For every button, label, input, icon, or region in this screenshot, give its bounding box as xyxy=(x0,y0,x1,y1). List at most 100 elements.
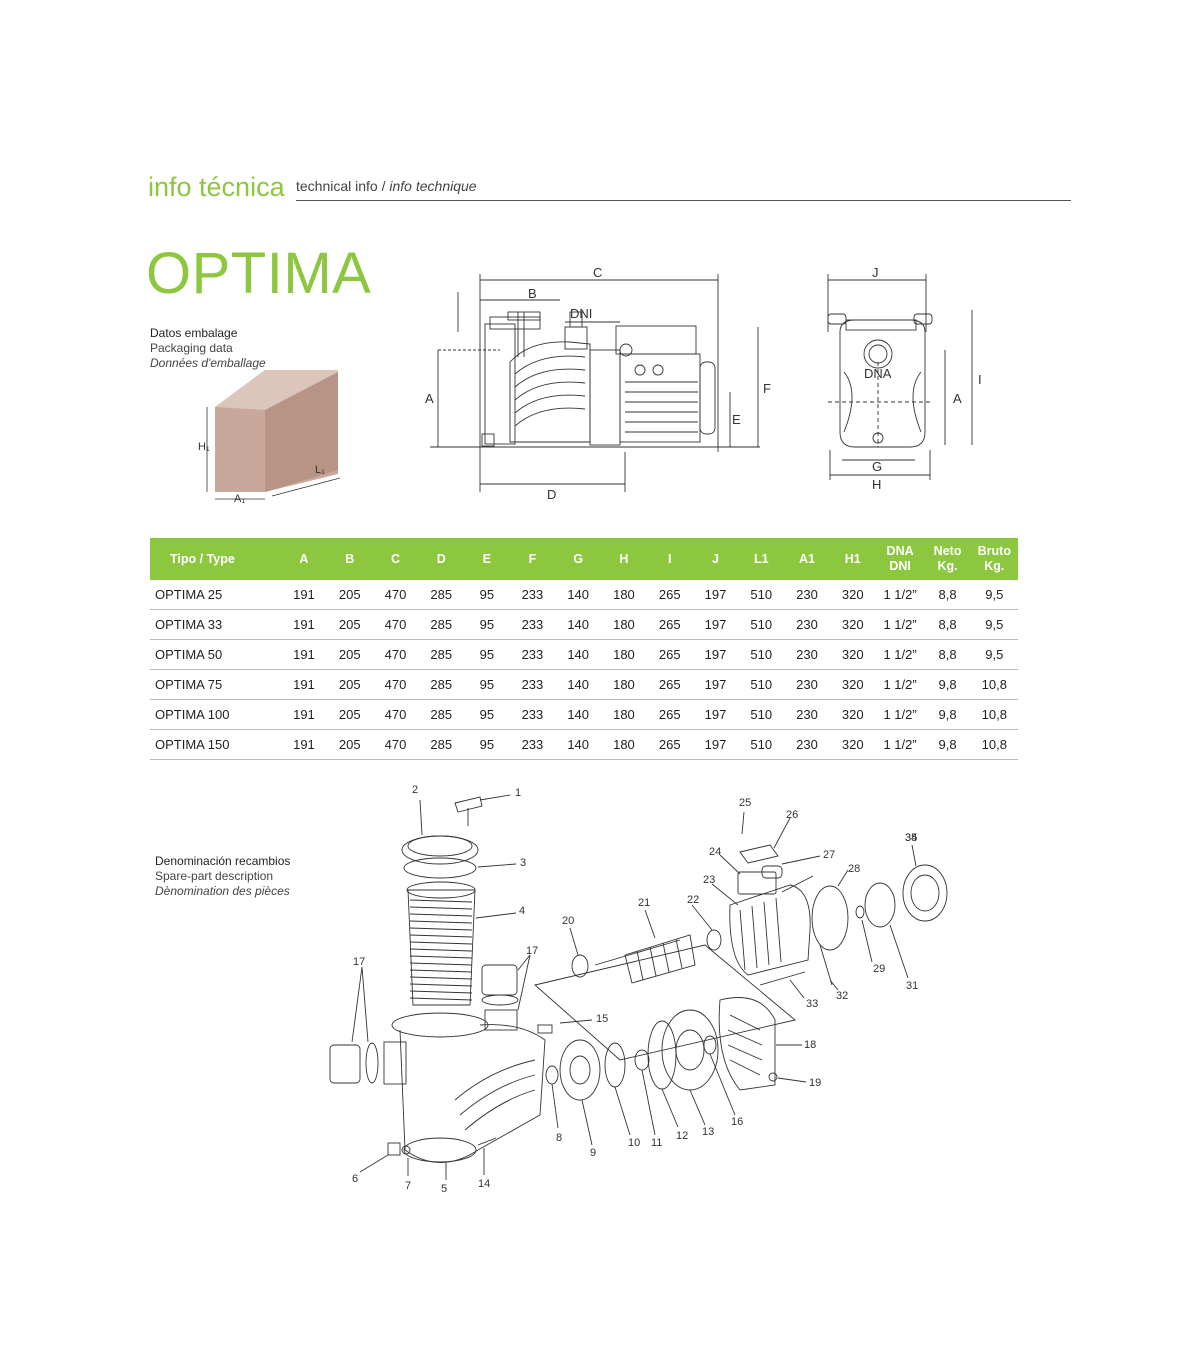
table-cell: 191 xyxy=(281,669,327,700)
part-number-label: 18 xyxy=(804,1039,816,1051)
part-number-label: 10 xyxy=(628,1137,640,1149)
part-number-label: 33 xyxy=(806,998,818,1010)
table-cell: 230 xyxy=(784,669,830,700)
table-cell: 510 xyxy=(738,639,785,670)
dim-label-b: B xyxy=(528,286,537,301)
table-cell: 320 xyxy=(829,729,876,760)
table-cell-model: OPTIMA 50 xyxy=(150,639,282,670)
table-cell: 191 xyxy=(281,639,327,670)
part-number-label: 2 xyxy=(412,784,418,796)
spec-table-header-cell: A xyxy=(281,538,327,580)
table-cell: 191 xyxy=(281,580,327,610)
table-cell: 8,8 xyxy=(924,639,971,670)
table-cell: 95 xyxy=(464,609,510,640)
table-cell: 233 xyxy=(509,609,556,640)
packaging-label-l1: L₁ xyxy=(315,464,325,476)
table-cell: 285 xyxy=(418,669,465,700)
table-cell: 510 xyxy=(738,609,785,640)
table-cell: 285 xyxy=(418,639,465,670)
part-number-label: 28 xyxy=(848,863,860,875)
front-dim-label-j: J xyxy=(872,265,879,280)
table-cell-model: OPTIMA 75 xyxy=(150,669,282,700)
part-number-label: 19 xyxy=(809,1077,821,1089)
part-number-label: 34 xyxy=(905,832,917,844)
table-cell: 140 xyxy=(555,669,602,700)
part-number-label: 5 xyxy=(441,1183,447,1195)
table-cell: 197 xyxy=(692,699,739,730)
table-cell: 197 xyxy=(692,580,739,610)
spec-table-header-cell: J xyxy=(692,538,739,580)
front-dim-label-dna: DNA xyxy=(864,366,892,381)
table-cell: 1 1/2” xyxy=(875,609,925,640)
table-cell: 140 xyxy=(555,729,602,760)
dim-label-d: D xyxy=(547,487,556,502)
table-cell: 470 xyxy=(372,729,419,760)
part-number-label: 17 xyxy=(353,956,365,968)
part-number-label: 31 xyxy=(906,980,918,992)
table-cell: 230 xyxy=(784,729,830,760)
dim-label-f: F xyxy=(763,381,771,396)
table-cell: 320 xyxy=(829,609,876,640)
product-title: OPTIMA xyxy=(146,241,372,306)
table-cell: 191 xyxy=(281,609,327,640)
table-cell: 197 xyxy=(692,669,739,700)
table-cell: 180 xyxy=(601,580,647,610)
table-cell: 8,8 xyxy=(924,580,971,610)
table-cell: 10,8 xyxy=(970,729,1018,760)
front-dim-label-a: A xyxy=(953,391,962,406)
part-number-label: 16 xyxy=(731,1116,743,1128)
spec-table-header-cell: Tipo / Type xyxy=(150,538,282,580)
table-cell: 197 xyxy=(692,639,739,670)
table-cell: 470 xyxy=(372,699,419,730)
table-cell: 197 xyxy=(692,609,739,640)
table-cell: 205 xyxy=(326,639,373,670)
table-cell: 470 xyxy=(372,639,419,670)
table-cell: 95 xyxy=(464,729,510,760)
table-cell: 233 xyxy=(509,669,556,700)
section-title-translations: technical info / info technique xyxy=(296,178,477,194)
table-cell: 230 xyxy=(784,609,830,640)
table-cell: 205 xyxy=(326,669,373,700)
table-cell: 9,8 xyxy=(924,699,971,730)
spec-table-header-cell: I xyxy=(646,538,693,580)
table-cell: 510 xyxy=(738,580,785,610)
table-cell: 9,5 xyxy=(970,639,1018,670)
table-cell: 320 xyxy=(829,699,876,730)
part-number-label: 6 xyxy=(352,1173,358,1185)
part-number-label: 3 xyxy=(520,857,526,869)
table-cell: 470 xyxy=(372,669,419,700)
table-cell: 510 xyxy=(738,729,785,760)
table-cell: 510 xyxy=(738,669,785,700)
table-cell: 285 xyxy=(418,699,465,730)
part-number-label: 12 xyxy=(676,1130,688,1142)
table-cell: 197 xyxy=(692,729,739,760)
part-number-label: 27 xyxy=(823,849,835,861)
dim-label-e: E xyxy=(732,412,741,427)
table-cell: 1 1/2” xyxy=(875,699,925,730)
table-cell: 140 xyxy=(555,699,602,730)
dim-label-dni: DNI xyxy=(570,306,592,321)
part-number-label: 13 xyxy=(702,1126,714,1138)
table-cell: 95 xyxy=(464,639,510,670)
table-cell: 95 xyxy=(464,580,510,610)
table-cell: 191 xyxy=(281,699,327,730)
spare-parts-caption: Denominación recambios Spare-part descri… xyxy=(155,854,290,899)
table-cell: 1 1/2” xyxy=(875,639,925,670)
table-cell: 205 xyxy=(326,580,373,610)
part-number-label: 8 xyxy=(556,1132,562,1144)
table-cell: 1 1/2” xyxy=(875,729,925,760)
part-number-label: 26 xyxy=(786,809,798,821)
table-cell-model: OPTIMA 150 xyxy=(150,729,282,760)
part-number-label: 7 xyxy=(405,1180,411,1192)
table-cell: 265 xyxy=(646,729,693,760)
table-cell: 140 xyxy=(555,639,602,670)
part-number-label: 20 xyxy=(562,915,574,927)
packaging-caption-fr: Données d'emballage xyxy=(150,356,266,370)
part-number-label: 23 xyxy=(703,874,715,886)
table-cell: 470 xyxy=(372,580,419,610)
table-cell: 230 xyxy=(784,699,830,730)
